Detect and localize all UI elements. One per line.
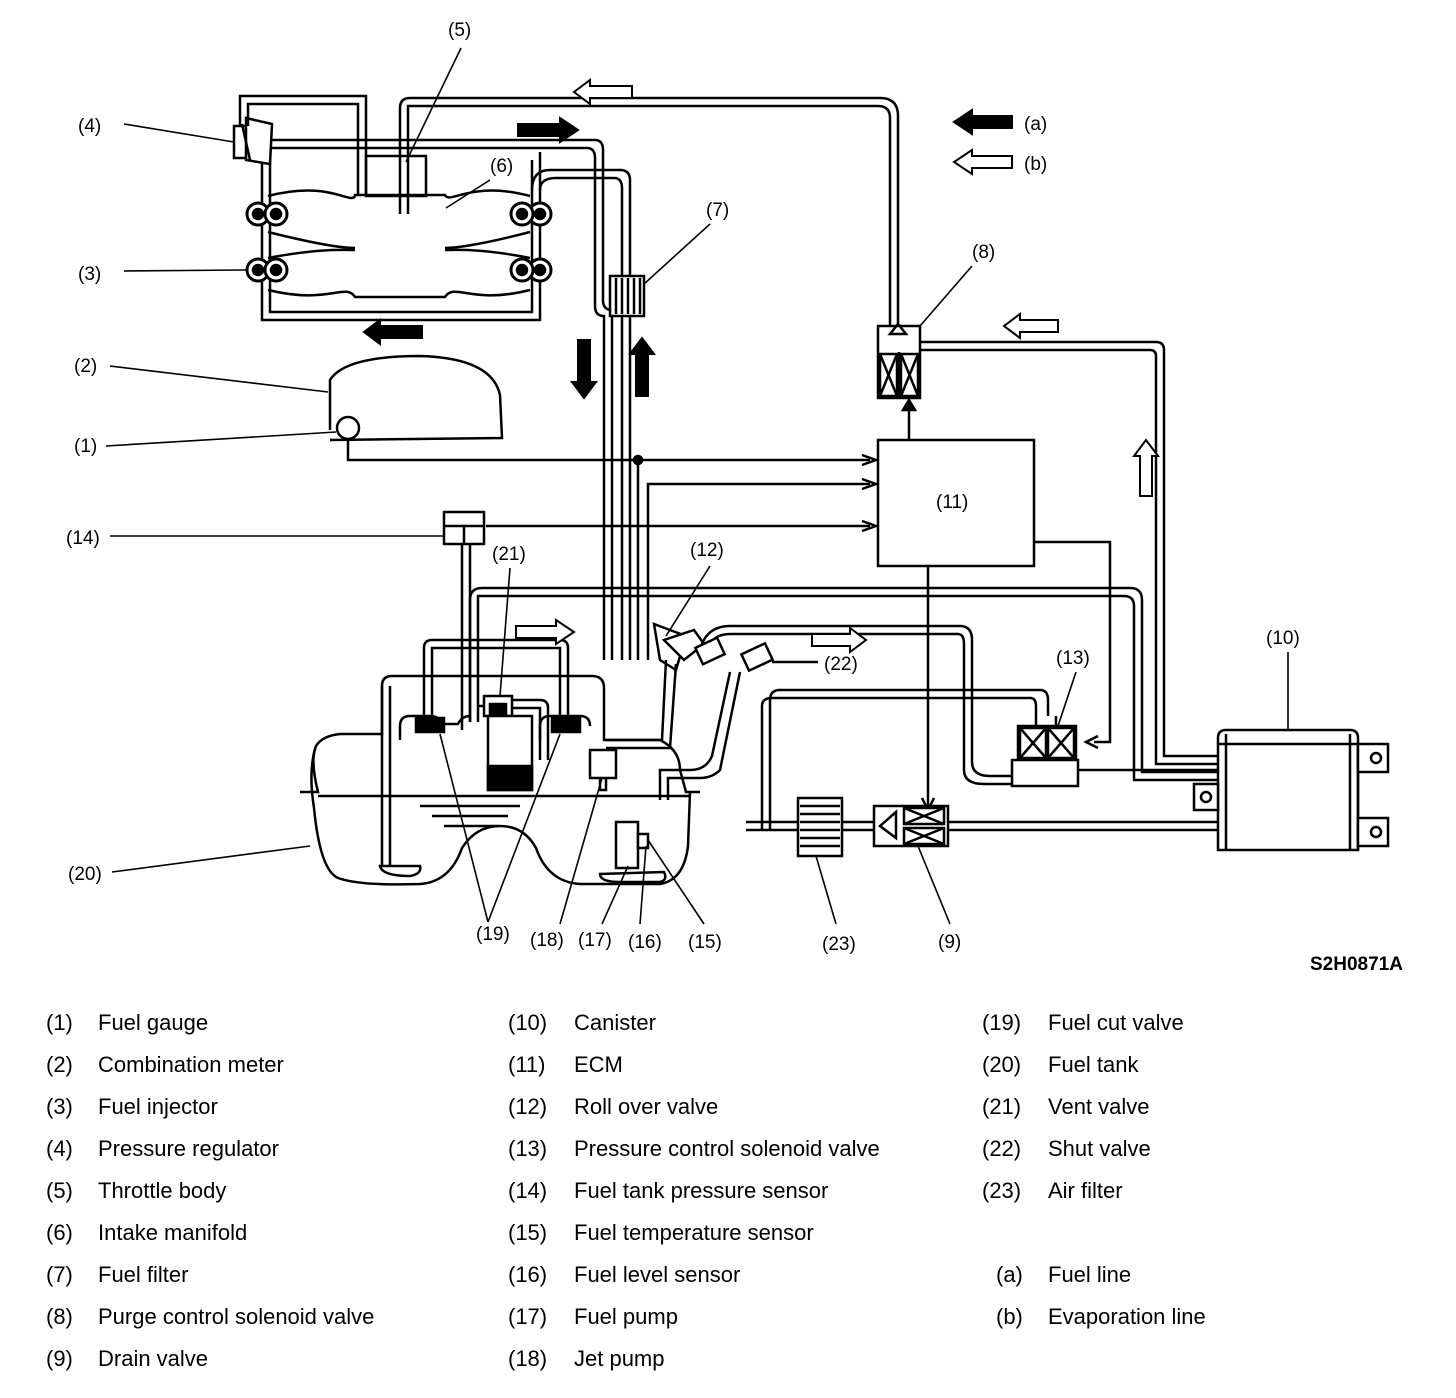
- callout-8: (8): [972, 242, 995, 263]
- legend-arrow-hollow: [952, 148, 1013, 176]
- fuel-cut-valve: [398, 714, 592, 740]
- ecm-box: [876, 438, 1036, 568]
- callout-2: (2): [74, 356, 97, 377]
- purge-control-solenoid-valve: [876, 321, 922, 400]
- callout-17: (17): [578, 930, 612, 951]
- air-filter: [796, 796, 844, 858]
- parts-legend: (1)Fuel gauge (2)Combination meter (3)Fu…: [46, 1010, 1206, 1371]
- throttle-body: [398, 150, 410, 214]
- callout-7: (7): [706, 200, 729, 221]
- arrow-legend-a: (a): [1024, 114, 1047, 135]
- callout-3: (3): [78, 264, 101, 285]
- canister: [1192, 728, 1390, 852]
- arrow-legend-b: (b): [1024, 154, 1047, 175]
- pressure-control-solenoid-valve: [1010, 716, 1080, 788]
- fuel-filter: [608, 274, 646, 318]
- drain-valve: [872, 804, 950, 848]
- fuel-gauge: [335, 415, 361, 441]
- callout-14: (14): [66, 528, 100, 549]
- callout-13: (13): [1056, 648, 1090, 669]
- vent-valve: [482, 694, 514, 718]
- callout-1: (1): [74, 436, 97, 457]
- intake-manifold: [267, 154, 531, 299]
- callouts: (1) (2) (3) (4) (5) (6) (7) (8) (9) (10)…: [66, 20, 1300, 955]
- callout-10: (10): [1266, 628, 1300, 649]
- flow-arrows: [362, 78, 1160, 654]
- callout-18: (18): [530, 930, 564, 951]
- callout-20: (20): [68, 864, 102, 885]
- callout-11: (11): [936, 492, 968, 513]
- callout-23: (23): [822, 934, 856, 955]
- callout-21: (21): [492, 544, 526, 565]
- combination-meter: [328, 354, 504, 442]
- callout-6: (6): [490, 156, 513, 177]
- callout-16: (16): [628, 932, 662, 953]
- legend-arrow-filled: [952, 108, 1013, 136]
- callout-12: (12): [690, 540, 724, 561]
- callout-19: (19): [476, 924, 510, 945]
- fuel-tank-pressure-sensor: [442, 510, 486, 546]
- callout-15: (15): [688, 932, 722, 953]
- callout-5: (5): [448, 20, 471, 41]
- callout-9: (9): [938, 932, 961, 953]
- fuel-tank: [300, 674, 700, 886]
- fuel-pump: [598, 820, 667, 884]
- callout-4: (4): [78, 116, 101, 137]
- diagram-code: S2H0871A: [1310, 954, 1403, 975]
- jet-pump: [486, 714, 618, 792]
- shut-valve: [693, 624, 1016, 786]
- callout-22: (22): [824, 654, 858, 675]
- fuel-system-diagram: (a) (b) (1) (2) (3) (4) (5) (6) (7) (8) …: [66, 20, 1390, 955]
